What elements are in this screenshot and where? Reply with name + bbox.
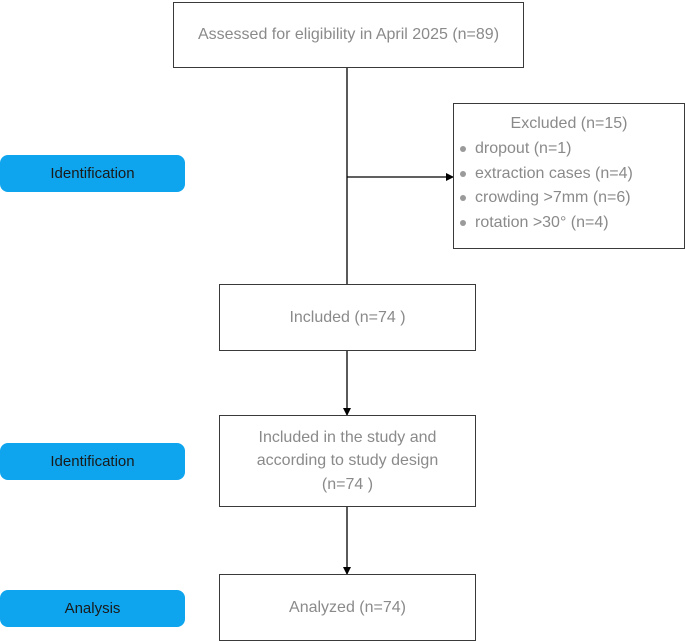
included-box: Included (n=74 )	[219, 284, 476, 351]
exclusion-reason: rotation >30° (n=4)	[458, 211, 633, 236]
study-box: Included in the study and according to s…	[219, 415, 476, 507]
excluded-box: Excluded (n=15) dropout (n=1) extraction…	[453, 103, 685, 249]
assessed-box: Assessed for eligibility in April 2025 (…	[173, 2, 524, 68]
stage-label-text: Identification	[50, 165, 135, 182]
exclusion-reason: dropout (n=1)	[458, 137, 633, 162]
bullet-icon	[460, 219, 466, 226]
stage-label-text: Analysis	[64, 600, 121, 617]
study-text: Included in the study and according to s…	[257, 426, 438, 496]
excluded-title: Excluded (n=15)	[510, 115, 628, 132]
analyzed-text: Analyzed (n=74)	[289, 598, 406, 616]
bullet-icon	[460, 146, 466, 153]
exclusion-reason-text: extraction cases (n=4)	[475, 164, 633, 182]
exclusion-reasons-list: dropout (n=1) extraction cases (n=4) cro…	[458, 137, 633, 235]
stage-label-text: Identification	[50, 453, 135, 470]
study-line-2: according to study design	[256, 452, 439, 470]
included-text: Included (n=74 )	[289, 308, 406, 326]
exclusion-reason-text: rotation >30° (n=4)	[475, 213, 609, 231]
study-line-1: Included in the study and	[258, 429, 437, 447]
exclusion-reason-text: dropout (n=1)	[475, 140, 572, 158]
bullet-icon	[460, 195, 466, 202]
stage-label-analysis: Analysis	[0, 590, 185, 627]
exclusion-reason: extraction cases (n=4)	[458, 162, 633, 187]
exclusion-reason: crowding >7mm (n=6)	[458, 186, 633, 211]
exclusion-reason-text: crowding >7mm (n=6)	[475, 189, 631, 207]
stage-label-identification: Identification	[0, 155, 185, 192]
study-line-3: (n=74 )	[321, 475, 374, 493]
bullet-icon	[460, 170, 466, 177]
analyzed-box: Analyzed (n=74)	[219, 574, 476, 641]
stage-label-identification-2: Identification	[0, 443, 185, 480]
assessed-text: Assessed for eligibility in April 2025 (…	[197, 26, 500, 44]
